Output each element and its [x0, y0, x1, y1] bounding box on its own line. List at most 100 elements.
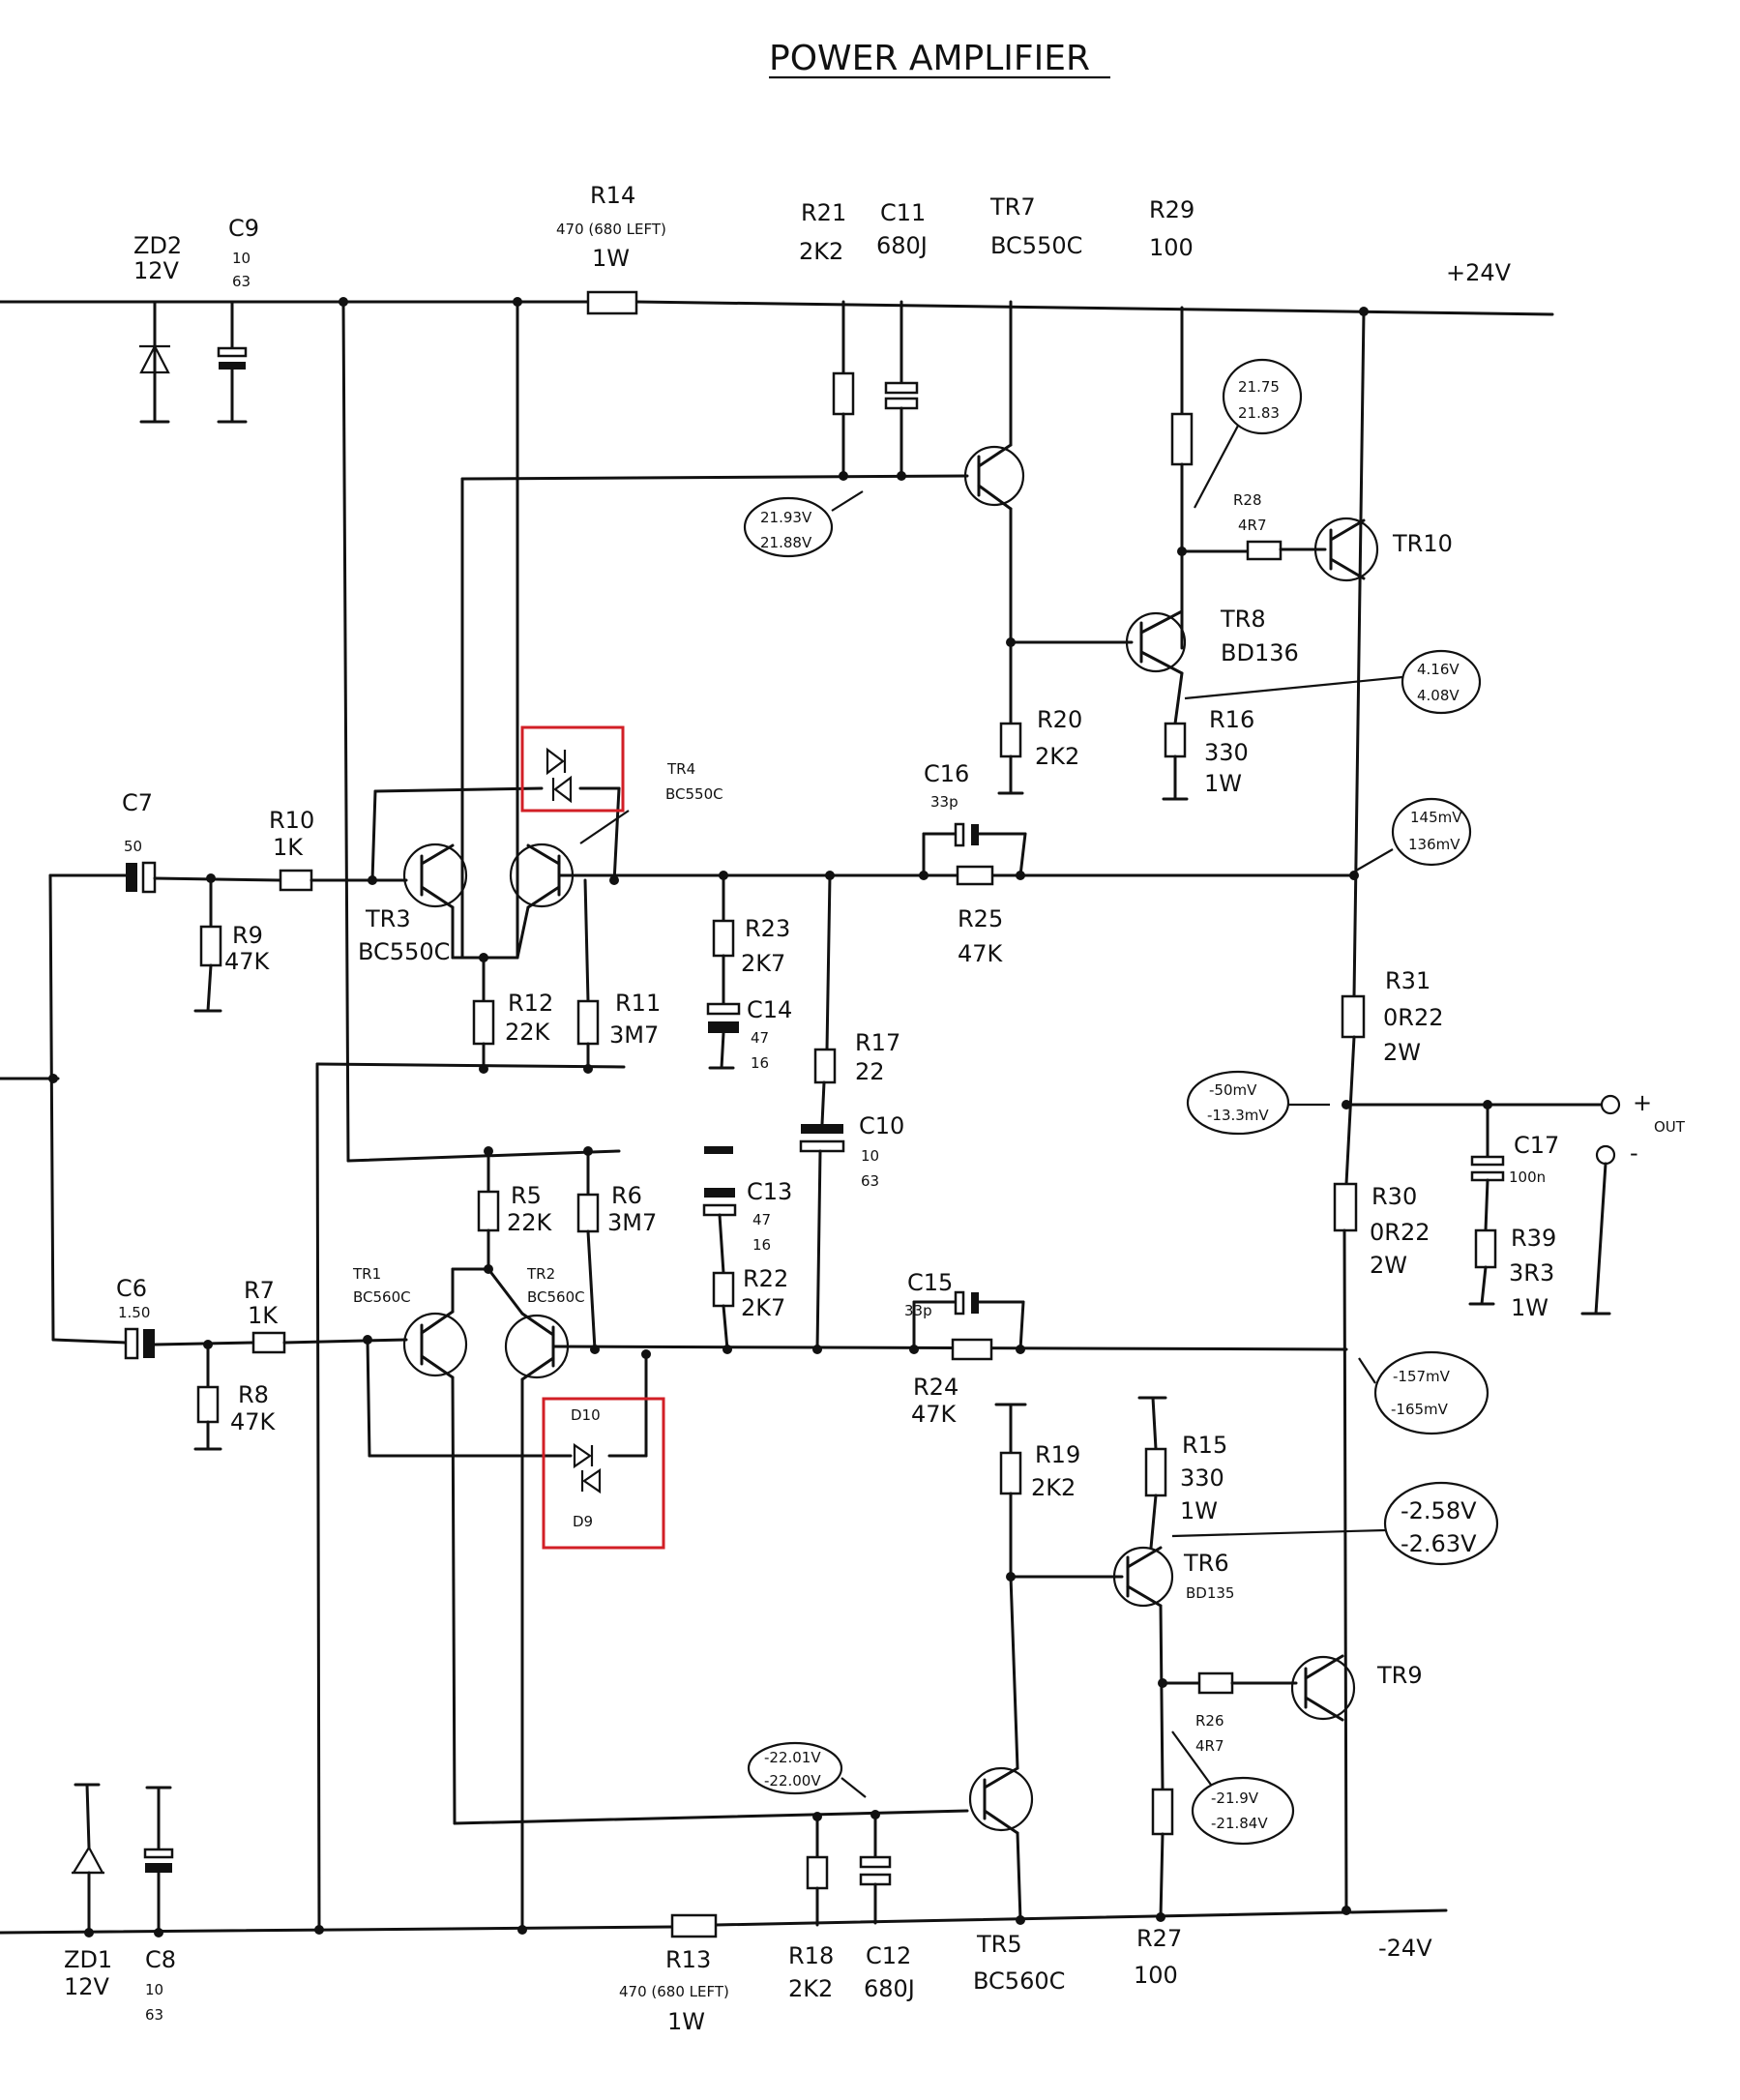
svg-text:-2.63V: -2.63V [1401, 1530, 1477, 1557]
r23-value: 2K7 [741, 950, 785, 977]
capacitor-c16 [954, 822, 965, 847]
d10-ref: D10 [571, 1406, 601, 1424]
r30-power: 2W [1370, 1252, 1407, 1279]
r26-value: 4R7 [1195, 1737, 1224, 1755]
output-plus-label: + [1633, 1089, 1652, 1116]
c12-value: 680J [864, 1975, 915, 2002]
resistor-r11 [576, 999, 600, 1046]
capacitor-c9 [217, 300, 248, 424]
measurement-m4: 145mV 136mV [1355, 797, 1472, 872]
r27-ref: R27 [1136, 1925, 1182, 1952]
positive-rail [0, 300, 1554, 316]
measurement-m7: -2.58V -2.63V [1171, 1481, 1499, 1566]
tr7-type: BC550C [990, 232, 1082, 259]
resistor-r12 [472, 999, 495, 1046]
svg-text:-22.00V: -22.00V [764, 1772, 821, 1789]
svg-text:21.83: 21.83 [1238, 404, 1280, 422]
resistor-r18 [806, 1855, 829, 1890]
c13-value: 47 [752, 1211, 771, 1228]
r13-power: 1W [667, 2008, 705, 2035]
r17-ref: R17 [855, 1029, 900, 1056]
c13-ref: C13 [747, 1178, 792, 1205]
r6-value: 3M7 [607, 1209, 657, 1236]
upper-diode-pair [546, 747, 573, 804]
r14-value: 470 (680 LEFT) [556, 221, 666, 238]
zd1-ref: ZD1 [64, 1946, 112, 1973]
r39-ref: R39 [1511, 1225, 1556, 1252]
tr3-ref: TR3 [365, 905, 411, 932]
capacitor-c11 [884, 300, 919, 478]
c10-ref: C10 [859, 1112, 904, 1139]
r16-value: 330 [1204, 739, 1249, 766]
resistor-r10 [279, 869, 313, 892]
r20-value: 2K2 [1035, 743, 1079, 770]
capacitor-c15 [954, 1290, 965, 1316]
output-plus-terminal[interactable] [1600, 1094, 1621, 1115]
measurement-m6: -157mV -165mV [1358, 1350, 1489, 1435]
c11-ref: C11 [880, 199, 926, 226]
c7-ref: C7 [122, 789, 153, 816]
zd2-ref: ZD2 [133, 232, 182, 259]
resistor-r5 [477, 1190, 500, 1232]
measurement-m2: 21.75 21.83 [1194, 358, 1303, 509]
tr7-ref: TR7 [989, 193, 1036, 221]
c17-ref: C17 [1514, 1132, 1559, 1159]
capacitor-c6 [124, 1327, 255, 1360]
c6-ref: C6 [116, 1275, 147, 1302]
resistor-r8 [196, 1385, 220, 1424]
r25-value: 47K [958, 940, 1004, 967]
r25-ref: R25 [958, 905, 1003, 932]
r30-ref: R30 [1371, 1183, 1417, 1210]
r19-ref: R19 [1035, 1441, 1080, 1468]
negative-rail [0, 1908, 1448, 1935]
resistor-r23 [712, 919, 735, 958]
resistor-r13 [670, 1913, 718, 1938]
tr2-type: BC560C [527, 1288, 585, 1306]
capacitor-c17 [1470, 1103, 1505, 1232]
output-minus-terminal[interactable] [1595, 1144, 1616, 1166]
resistor-r17 [813, 1048, 837, 1084]
tr6-ref: TR6 [1183, 1550, 1229, 1577]
c13-voltage: 16 [752, 1236, 771, 1254]
resistor-r27 [1151, 1788, 1174, 1836]
svg-text:4.08V: 4.08V [1417, 687, 1460, 704]
r24-value: 47K [911, 1401, 958, 1428]
c15-ref: C15 [907, 1269, 953, 1296]
r9-ref: R9 [232, 922, 263, 949]
svg-text:-21.9V: -21.9V [1211, 1789, 1259, 1807]
positive-rail-label: +24V [1446, 259, 1512, 286]
svg-text:21.75: 21.75 [1238, 378, 1280, 396]
r8-value: 47K [230, 1408, 277, 1435]
r28-ref: R28 [1233, 491, 1262, 509]
c10-voltage: 63 [861, 1172, 879, 1190]
r19-value: 2K2 [1031, 1474, 1076, 1501]
c11-value: 680J [876, 232, 928, 259]
zener-zd2 [139, 300, 170, 424]
transistor-tr3 [402, 843, 468, 960]
svg-text:-50mV: -50mV [1209, 1081, 1257, 1099]
c14-voltage: 16 [751, 1054, 769, 1072]
transistor-tr6 [1112, 1546, 1174, 1791]
capacitor-c7 [126, 861, 282, 894]
upper-diode-highlight [520, 725, 625, 813]
c9-voltage: 63 [232, 273, 251, 290]
output-minus-label: - [1630, 1139, 1638, 1167]
r31-ref: R31 [1385, 967, 1430, 994]
svg-text:136mV: 136mV [1408, 836, 1460, 853]
tr4-type: BC550C [665, 785, 723, 803]
r10-value: 1K [273, 834, 304, 861]
c16-value: 33p [930, 793, 958, 811]
lower-diode-pair [573, 1442, 602, 1494]
r8-ref: R8 [238, 1381, 269, 1408]
r21-value: 2K2 [799, 238, 843, 265]
capacitor-c12 [859, 1813, 892, 1925]
transistor-tr2 [487, 1267, 1348, 1932]
resistor-r19 [999, 1451, 1022, 1495]
r12-value: 22K [505, 1019, 551, 1046]
c9-ref: C9 [228, 215, 259, 242]
c8-voltage: 63 [145, 2006, 163, 2024]
transistor-tr9 [1290, 1654, 1356, 1722]
r31-power: 2W [1383, 1039, 1421, 1066]
r15-value: 330 [1180, 1464, 1224, 1492]
resistor-r29 [1170, 412, 1194, 466]
